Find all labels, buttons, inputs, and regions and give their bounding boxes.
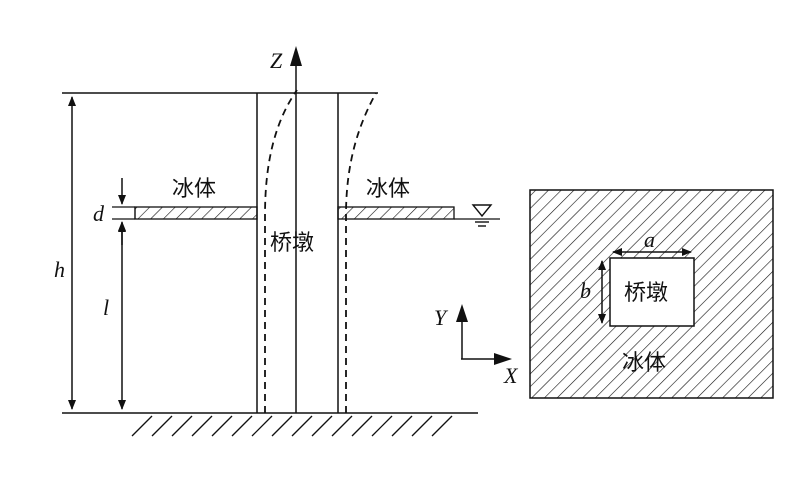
x-axis-arrowhead (494, 353, 512, 365)
ice-label-left: 冰体 (172, 177, 216, 202)
y-axis-arrowhead (456, 304, 468, 322)
dim-d-label: d (93, 201, 105, 226)
pier-label-elevation: 桥墩 (270, 231, 314, 256)
elevation-view (62, 46, 500, 437)
pier-plan-section (609, 257, 695, 327)
dim-l-label: l (103, 295, 109, 320)
ice-label-plan: 冰体 (622, 351, 666, 376)
y-axis-label: Y (434, 305, 449, 330)
water-level-symbol (471, 204, 493, 227)
z-axis-arrowhead (290, 46, 302, 66)
deformed-pier-left (264, 89, 298, 413)
x-axis-label: X (503, 363, 519, 388)
z-axis-label: Z (270, 48, 283, 73)
ice-sheet-right (337, 206, 455, 220)
deformed-pier-right (345, 92, 377, 413)
plan-view (456, 189, 774, 399)
dim-b-label: b (580, 278, 591, 303)
dim-h-label: h (54, 257, 65, 282)
dim-a-label: a (644, 227, 655, 252)
ground-hatching (131, 415, 453, 437)
ice-sheet-left (134, 206, 258, 220)
pier-label-plan: 桥墩 (624, 281, 668, 306)
ice-label-right: 冰体 (366, 177, 410, 202)
